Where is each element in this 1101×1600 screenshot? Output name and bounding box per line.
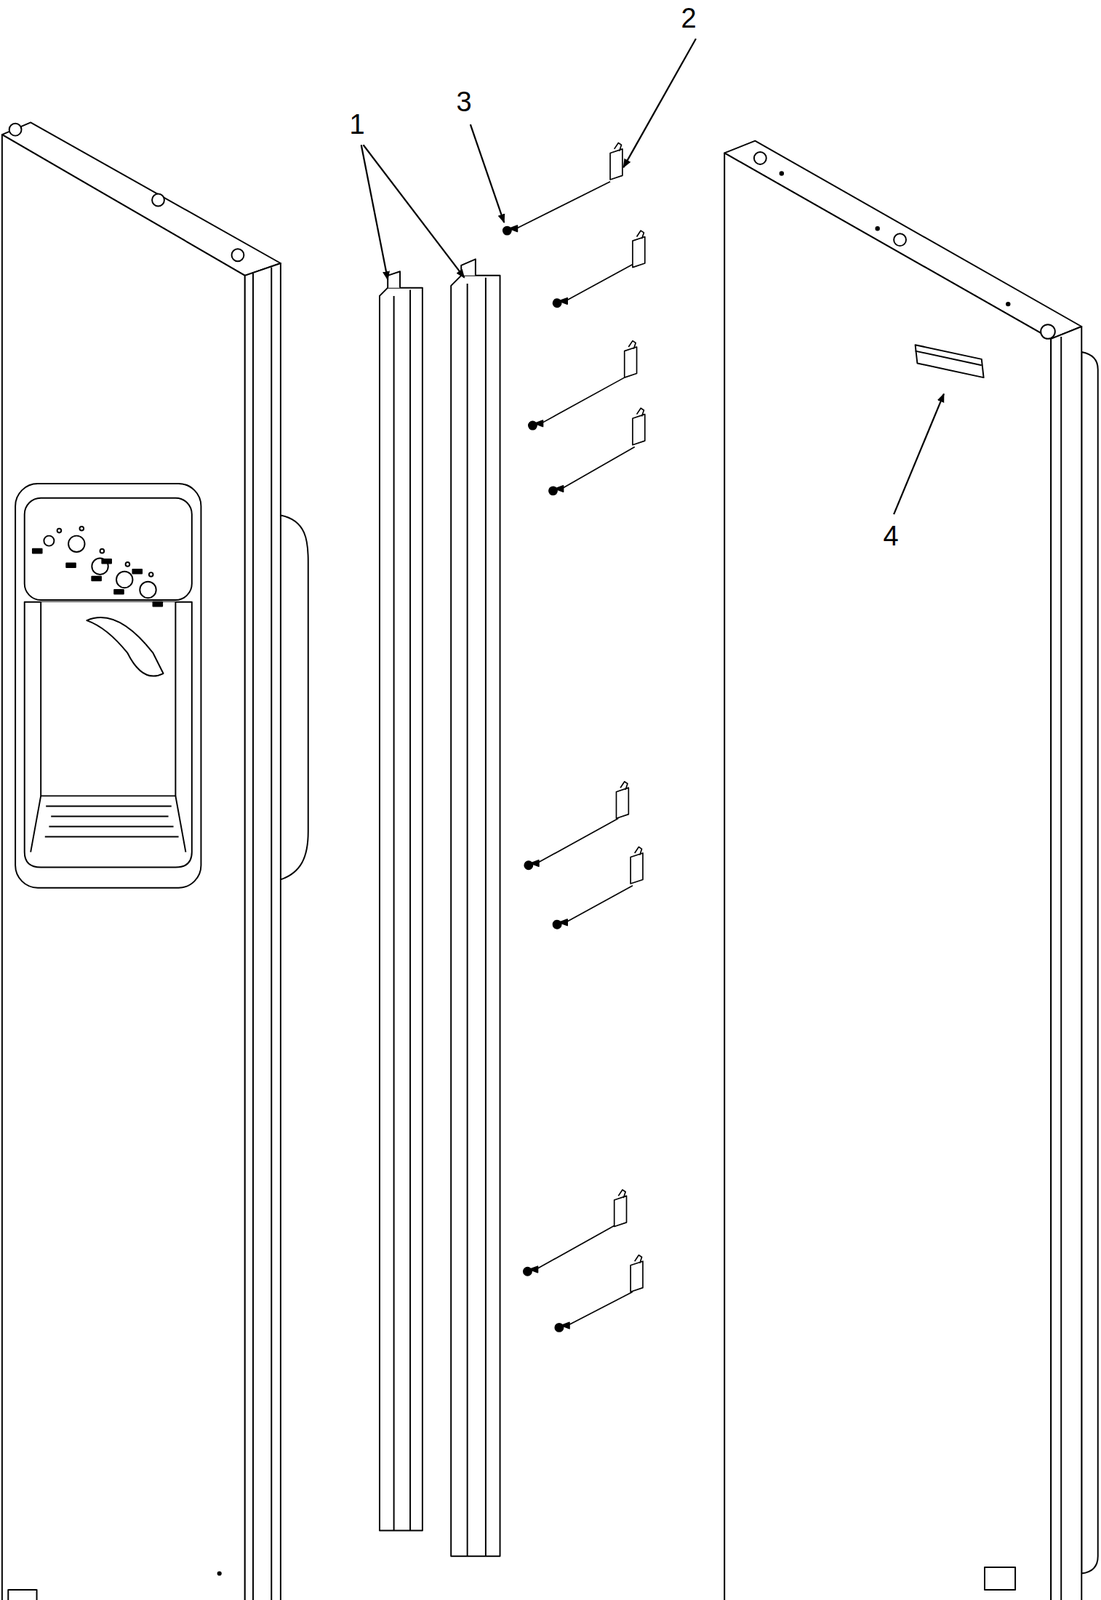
clip-and-screw-set <box>542 377 624 423</box>
refrigerator-door <box>1081 351 1098 1573</box>
clip-and-screw-set <box>632 230 646 268</box>
door-trim-strip <box>387 271 400 288</box>
clip-and-screw-set <box>630 1255 643 1293</box>
refrigerator-door <box>893 233 907 246</box>
leader-lines <box>893 394 944 515</box>
leader-lines <box>361 38 944 515</box>
door-trim-strip <box>466 283 469 1557</box>
water-ice-dispenser <box>139 581 156 598</box>
water-ice-dispenser <box>57 528 62 534</box>
leader-lines <box>361 144 388 280</box>
clip-and-screw-set <box>537 1224 616 1269</box>
freezer-door <box>280 515 309 880</box>
clip-and-screw-set <box>614 1189 627 1227</box>
clip-and-screw-set <box>569 1291 633 1325</box>
water-ice-dispenser <box>66 562 76 568</box>
clip-and-screw-set <box>509 225 518 232</box>
freezer-door <box>231 248 245 262</box>
water-ice-dispenser <box>132 569 142 574</box>
refrigerator-door <box>1050 326 1082 1600</box>
clip-and-screw-set <box>503 142 646 1332</box>
nameplate-badge <box>915 351 982 366</box>
refrigerator-door <box>1060 336 1062 1600</box>
clip-and-screw-set <box>561 1322 570 1328</box>
refrigerator-doors-illustration <box>2 122 1099 1600</box>
callout-number: 2 <box>680 4 696 32</box>
water-ice-dispenser <box>149 572 154 577</box>
door-trim-strip <box>393 295 395 1531</box>
door-trim-strip <box>450 275 500 1557</box>
door-trim-strip <box>409 289 411 1531</box>
water-ice-dispenser <box>125 562 131 567</box>
door-trim-strip <box>379 287 423 1531</box>
water-ice-dispenser <box>114 589 124 595</box>
clip-and-screw-set <box>538 818 619 862</box>
clip-and-screw-set <box>630 847 643 885</box>
clip-and-screw-set <box>610 142 623 180</box>
water-ice-dispenser <box>116 571 133 588</box>
callout-number: 1 <box>349 110 365 139</box>
clip-and-screw-set <box>516 181 611 230</box>
nameplate-badge <box>915 344 984 378</box>
clip-and-screw-set <box>529 1266 538 1272</box>
water-ice-dispenser <box>86 617 163 677</box>
water-ice-dispenser <box>91 576 102 582</box>
door-trim-strip <box>379 258 501 1556</box>
freezer-door <box>2 122 309 1600</box>
leader-lines <box>623 38 696 168</box>
water-ice-dispenser <box>68 535 85 552</box>
callout-number: 4 <box>882 522 899 550</box>
freezer-door <box>218 1571 222 1575</box>
clip-and-screw-set <box>567 263 635 301</box>
clip-and-screw-set <box>554 485 563 492</box>
freezer-door <box>7 1589 37 1600</box>
freezer-door <box>270 267 272 1600</box>
water-ice-dispenser <box>79 526 84 531</box>
refrigerator-door <box>875 226 879 230</box>
freezer-door <box>2 134 246 1600</box>
freezer-door <box>151 194 165 207</box>
clip-and-screw-set <box>559 298 568 304</box>
leader-lines <box>363 144 465 278</box>
door-trim-strip <box>485 277 487 1557</box>
freezer-door <box>252 273 254 1600</box>
clip-and-screw-set <box>559 919 568 926</box>
refrigerator-door <box>1006 302 1010 306</box>
clip-and-screw-set <box>534 420 543 427</box>
freezer-door <box>9 123 22 136</box>
refrigerator-door <box>754 151 767 165</box>
callout-number: 3 <box>455 87 472 116</box>
nameplate-badge <box>915 344 984 378</box>
clip-and-screw-set <box>530 860 539 867</box>
water-ice-dispenser <box>30 795 186 852</box>
refrigerator-door <box>724 152 1051 1600</box>
clip-and-screw-set <box>615 781 629 819</box>
clip-and-screw-set <box>503 225 570 1332</box>
water-ice-dispenser <box>24 602 192 868</box>
door-trim-strip <box>461 258 476 275</box>
leader-lines <box>470 124 504 223</box>
freezer-door <box>245 263 281 1600</box>
clip-and-screw-set <box>632 407 646 446</box>
water-ice-dispenser <box>153 602 163 607</box>
water-ice-dispenser <box>24 498 192 600</box>
water-ice-dispenser <box>101 559 112 564</box>
water-ice-dispenser <box>15 483 201 888</box>
water-ice-dispenser <box>43 535 54 547</box>
refrigerator-door <box>1040 324 1056 339</box>
water-ice-dispenser <box>15 483 201 888</box>
water-ice-dispenser <box>32 549 43 554</box>
water-ice-dispenser <box>40 602 176 797</box>
clip-and-screw-set <box>624 341 638 379</box>
refrigerator-door <box>724 141 1099 1600</box>
clip-and-screw-set <box>567 885 633 922</box>
refrigerator-door <box>780 171 784 175</box>
clip-and-screw-set <box>563 447 635 488</box>
water-ice-dispenser <box>100 549 105 554</box>
refrigerator-door <box>984 1567 1016 1590</box>
